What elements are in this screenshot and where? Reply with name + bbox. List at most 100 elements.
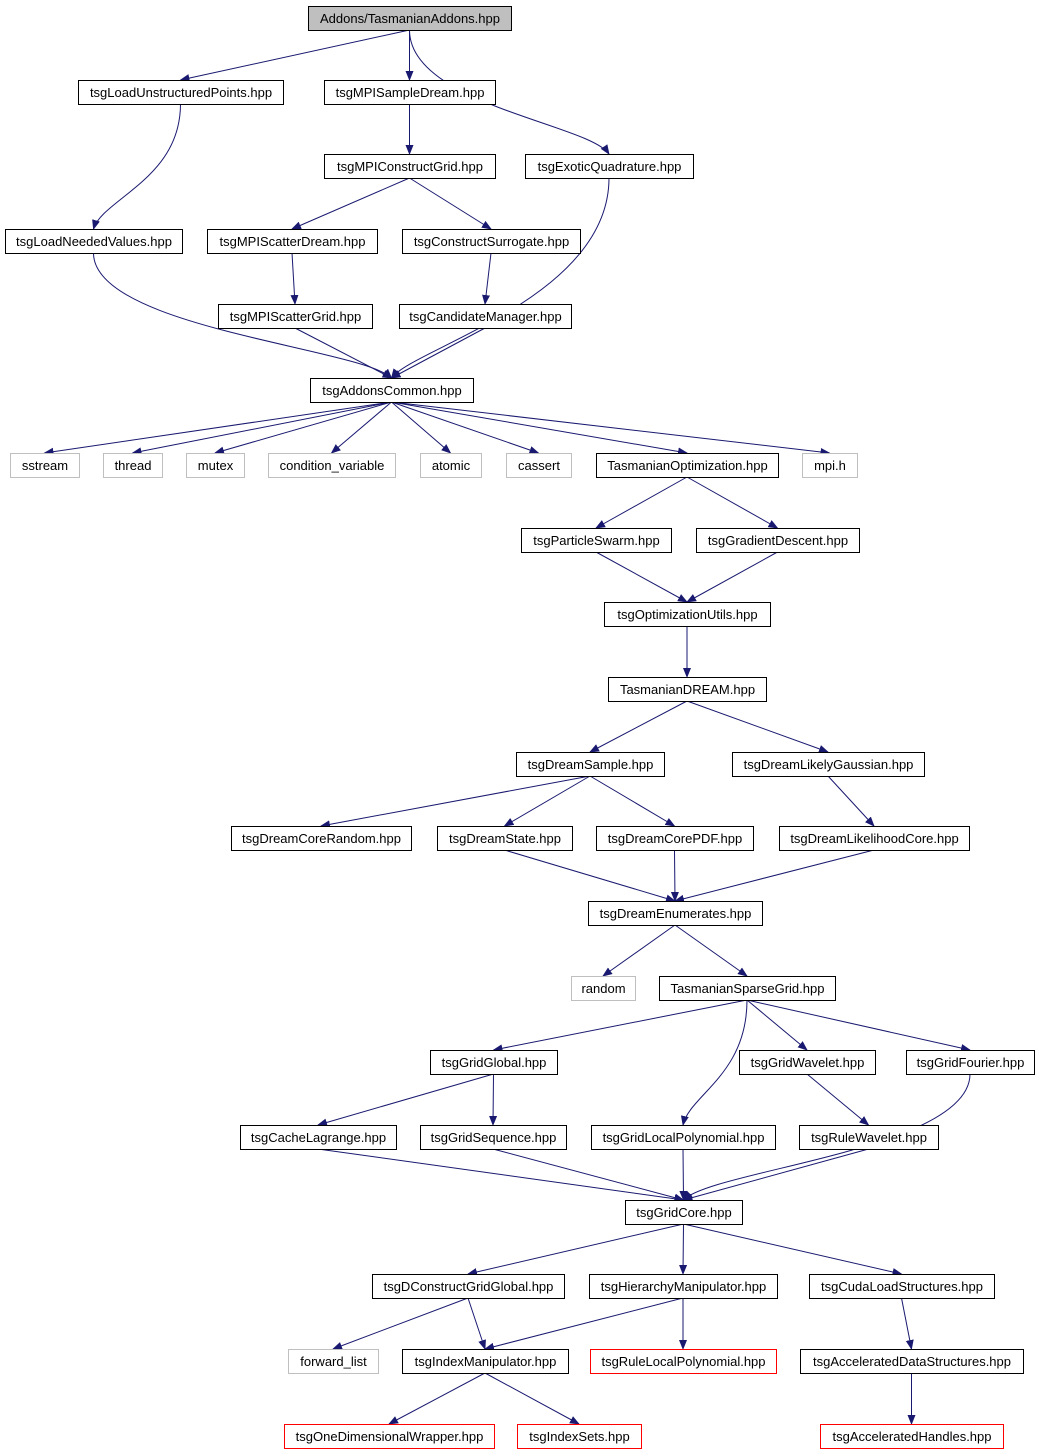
node-box-rulewavelet	[799, 1125, 939, 1150]
node-indexmanip[interactable]: tsgIndexManipulator.hpp	[402, 1349, 569, 1374]
edge-dconstruct-to-forwardlist	[332, 1297, 469, 1350]
edge-dconstruct-to-indexmanip	[467, 1297, 486, 1350]
node-cachelagrange[interactable]: tsgCacheLagrange.hpp	[240, 1125, 397, 1150]
node-gridlocalpoly[interactable]: tsgGridLocalPolynomial.hpp	[591, 1125, 776, 1150]
edge-gridglobal-to-gridsequence	[489, 1073, 498, 1126]
node-likelihoodcore[interactable]: tsgDreamLikelihoodCore.hpp	[779, 826, 970, 851]
node-label-gridsequence: tsgGridSequence.hpp	[431, 1130, 557, 1145]
node-box-mpiscatterdream	[207, 229, 378, 254]
node-hierarchy[interactable]: tsgHierarchyManipulator.hpp	[589, 1274, 778, 1299]
node-accelerated[interactable]: tsgAcceleratedDataStructures.hpp	[800, 1349, 1024, 1374]
node-box-thread	[103, 453, 163, 478]
node-label-loadneeded: tsgLoadNeededValues.hpp	[16, 234, 172, 249]
node-loadunstr[interactable]: tsgLoadUnstructuredPoints.hpp	[78, 80, 284, 105]
node-mpisampledream[interactable]: tsgMPISampleDream.hpp	[324, 80, 496, 105]
edge-gridcore-to-dconstruct	[467, 1223, 684, 1276]
node-dreamsample[interactable]: tsgDreamSample.hpp	[516, 752, 665, 777]
node-label-gridglobal: tsgGridGlobal.hpp	[442, 1055, 547, 1070]
node-label-mpiconstruct: tsgMPIConstructGrid.hpp	[337, 159, 483, 174]
node-label-gradient: tsgGradientDescent.hpp	[708, 533, 848, 548]
node-label-cachelagrange: tsgCacheLagrange.hpp	[251, 1130, 386, 1145]
node-tasdream[interactable]: TasmanianDREAM.hpp	[608, 677, 767, 702]
node-gridcore[interactable]: tsgGridCore.hpp	[625, 1200, 743, 1225]
node-label-addonscommon: tsgAddonsCommon.hpp	[322, 383, 461, 398]
node-label-random: random	[581, 981, 625, 996]
node-label-mutex: mutex	[198, 458, 234, 473]
node-box-corepdf	[596, 826, 754, 851]
node-label-enumerates: tsgDreamEnumerates.hpp	[600, 906, 752, 921]
edge-constructsurr-to-candidate	[482, 252, 492, 305]
node-label-atomic: atomic	[432, 458, 471, 473]
node-tasopt[interactable]: TasmanianOptimization.hpp	[596, 453, 779, 478]
node-box-cassert	[506, 453, 572, 478]
node-label-accelerated: tsgAcceleratedDataStructures.hpp	[813, 1354, 1011, 1369]
node-box-sstream	[10, 453, 80, 478]
edge-tassparse-to-gridlocalpoly	[680, 999, 748, 1126]
node-label-cudaload: tsgCudaLoadStructures.hpp	[821, 1279, 983, 1294]
node-rulewavelet[interactable]: tsgRuleWavelet.hpp	[799, 1125, 939, 1150]
node-label-rulelocalpoly: tsgRuleLocalPolynomial.hpp	[601, 1354, 765, 1369]
node-mpiscattergrid[interactable]: tsgMPIScatterGrid.hpp	[218, 304, 373, 329]
node-indexsets[interactable]: tsgIndexSets.hpp	[517, 1424, 642, 1449]
node-optutils[interactable]: tsgOptimizationUtils.hpp	[604, 602, 771, 627]
node-tassparse[interactable]: TasmanianSparseGrid.hpp	[659, 976, 836, 1001]
edge-gridcore-to-cudaload	[683, 1223, 903, 1276]
node-gridglobal[interactable]: tsgGridGlobal.hpp	[430, 1050, 558, 1075]
node-particle[interactable]: tsgParticleSwarm.hpp	[521, 528, 672, 553]
edge-dreamsample-to-dreamstate	[503, 775, 591, 827]
node-mpiconstruct[interactable]: tsgMPIConstructGrid.hpp	[324, 154, 496, 179]
node-label-sstream: sstream	[22, 458, 68, 473]
node-root[interactable]: Addons/TasmanianAddons.hpp	[308, 6, 512, 31]
node-onedim[interactable]: tsgOneDimensionalWrapper.hpp	[284, 1424, 495, 1449]
edge-addonscommon-to-mutex	[214, 401, 392, 455]
node-corerandom[interactable]: tsgDreamCoreRandom.hpp	[231, 826, 412, 851]
node-label-root: Addons/TasmanianAddons.hpp	[320, 11, 500, 26]
node-cudaload[interactable]: tsgCudaLoadStructures.hpp	[809, 1274, 995, 1299]
node-enumerates[interactable]: tsgDreamEnumerates.hpp	[588, 901, 763, 926]
node-box-exotic	[525, 154, 694, 179]
node-cassert: cassert	[506, 453, 572, 478]
node-gridfourier[interactable]: tsgGridFourier.hpp	[906, 1050, 1035, 1075]
node-box-cachelagrange	[240, 1125, 397, 1150]
node-candidate[interactable]: tsgCandidateManager.hpp	[399, 304, 572, 329]
edge-addonscommon-to-condvar	[330, 401, 392, 454]
node-likelygauss[interactable]: tsgDreamLikelyGaussian.hpp	[732, 752, 925, 777]
edge-loadunstr-to-loadneeded	[92, 103, 181, 230]
node-label-gridwavelet: tsgGridWavelet.hpp	[751, 1055, 865, 1070]
node-dconstruct[interactable]: tsgDConstructGridGlobal.hpp	[372, 1274, 565, 1299]
node-atomic: atomic	[420, 453, 482, 478]
node-label-hierarchy: tsgHierarchyManipulator.hpp	[601, 1279, 766, 1294]
node-box-gridcore	[625, 1200, 743, 1225]
node-gridsequence[interactable]: tsgGridSequence.hpp	[420, 1125, 567, 1150]
edge-tasopt-to-gradient	[686, 476, 779, 529]
node-label-particle: tsgParticleSwarm.hpp	[533, 533, 659, 548]
node-box-accelhandles	[820, 1424, 1004, 1449]
node-accelhandles[interactable]: tsgAcceleratedHandles.hpp	[820, 1424, 1004, 1449]
edge-tasdream-to-likelygauss	[686, 700, 829, 753]
edge-mpiscattergrid-to-addonscommon	[294, 327, 393, 379]
edge-gridglobal-to-cachelagrange	[317, 1073, 494, 1127]
node-constructsurr[interactable]: tsgConstructSurrogate.hpp	[402, 229, 581, 254]
edge-gridsequence-to-gridcore	[492, 1148, 685, 1202]
edge-tasopt-to-particle	[595, 476, 688, 529]
node-gradient[interactable]: tsgGradientDescent.hpp	[696, 528, 860, 553]
node-label-corerandom: tsgDreamCoreRandom.hpp	[242, 831, 401, 846]
node-rulelocalpoly[interactable]: tsgRuleLocalPolynomial.hpp	[590, 1349, 777, 1374]
node-corepdf[interactable]: tsgDreamCorePDF.hpp	[596, 826, 754, 851]
node-box-corerandom	[231, 826, 412, 851]
node-addonscommon[interactable]: tsgAddonsCommon.hpp	[310, 378, 474, 403]
edge-dreamsample-to-corepdf	[589, 775, 676, 827]
edge-dreamstate-to-enumerates	[504, 849, 676, 903]
node-box-mpiconstruct	[324, 154, 496, 179]
edge-addonscommon-to-atomic	[391, 401, 452, 454]
node-box-tassparse	[659, 976, 836, 1001]
node-loadneeded[interactable]: tsgLoadNeededValues.hpp	[5, 229, 183, 254]
node-dreamstate[interactable]: tsgDreamState.hpp	[437, 826, 573, 851]
node-mpiscatterdream[interactable]: tsgMPIScatterDream.hpp	[207, 229, 378, 254]
edge-root-to-loadunstr	[179, 29, 410, 82]
node-box-gridsequence	[420, 1125, 567, 1150]
node-gridwavelet[interactable]: tsgGridWavelet.hpp	[739, 1050, 876, 1075]
edge-cudaload-to-accelerated	[901, 1297, 914, 1350]
node-box-enumerates	[588, 901, 763, 926]
node-exotic[interactable]: tsgExoticQuadrature.hpp	[525, 154, 694, 179]
